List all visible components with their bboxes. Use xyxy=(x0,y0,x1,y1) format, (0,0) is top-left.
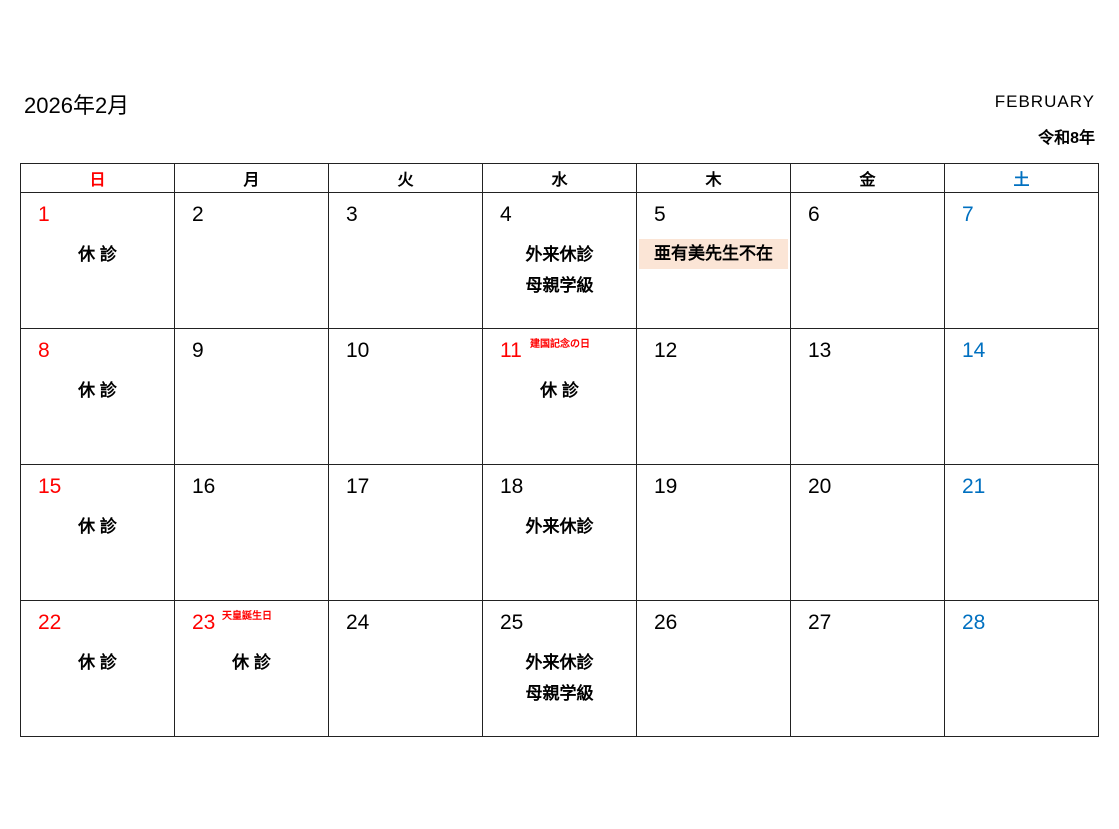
weekday-header: 日 xyxy=(20,163,175,193)
day-cell: 1 休 診 xyxy=(20,192,175,329)
day-cell: 9 xyxy=(174,328,329,465)
day-cell: 6 xyxy=(790,192,945,329)
day-cell: 27 xyxy=(790,600,945,737)
day-cell: 20 xyxy=(790,464,945,601)
schedule-note: 休 診 xyxy=(78,517,117,536)
schedule-note: 休 診 xyxy=(78,653,117,672)
day-cell: 7 xyxy=(944,192,1099,329)
day-number: 4 xyxy=(500,203,512,226)
day-number: 3 xyxy=(346,203,358,226)
day-cell: 21 xyxy=(944,464,1099,601)
day-cell: 26 xyxy=(636,600,791,737)
day-cell: 3 xyxy=(328,192,483,329)
holiday-label: 天皇誕生日 xyxy=(222,611,272,622)
month-english: FEBRUARY xyxy=(994,92,1095,111)
day-cell: 8 休 診 xyxy=(20,328,175,465)
day-cell: 4 外来休診母親学級 xyxy=(482,192,637,329)
day-number: 5 xyxy=(654,203,666,226)
day-number: 18 xyxy=(500,475,524,498)
schedule-note: 外来休診 xyxy=(525,245,594,264)
calendar-title: 2026年2月 xyxy=(24,93,130,118)
day-notes: 休 診 xyxy=(21,511,174,542)
weekday-header: 土 xyxy=(944,163,1099,193)
day-number: 23 xyxy=(192,611,216,634)
day-number: 7 xyxy=(962,203,974,226)
calendar-week: 1 休 診 2 3 4 外来休診母親学級 5 亜有美先生不在 6 7 xyxy=(20,192,1099,329)
weekday-header: 月 xyxy=(174,163,329,193)
schedule-note: 外来休診 xyxy=(525,653,594,672)
day-number: 8 xyxy=(38,339,50,362)
weekday-header: 水 xyxy=(482,163,637,193)
day-number: 17 xyxy=(346,475,370,498)
day-cell: 16 xyxy=(174,464,329,601)
schedule-note: 母親学級 xyxy=(525,684,594,703)
day-number: 6 xyxy=(808,203,820,226)
schedule-note: 母親学級 xyxy=(525,276,594,295)
schedule-note: 外来休診 xyxy=(525,517,594,536)
day-notes: 外来休診母親学級 xyxy=(483,647,636,709)
day-cell: 15 休 診 xyxy=(20,464,175,601)
day-cell: 22 休 診 xyxy=(20,600,175,737)
schedule-note: 休 診 xyxy=(540,381,579,400)
day-number: 21 xyxy=(962,475,986,498)
day-number: 14 xyxy=(962,339,986,362)
schedule-note: 休 診 xyxy=(232,653,271,672)
day-cell: 28 xyxy=(944,600,1099,737)
day-cell: 11 建国記念の日休 診 xyxy=(482,328,637,465)
day-number: 27 xyxy=(808,611,832,634)
schedule-note: 休 診 xyxy=(78,245,117,264)
day-cell: 19 xyxy=(636,464,791,601)
day-number: 1 xyxy=(38,203,50,226)
era-year: 令和8年 xyxy=(1038,130,1095,147)
day-number: 20 xyxy=(808,475,832,498)
day-cell: 10 xyxy=(328,328,483,465)
day-number: 16 xyxy=(192,475,216,498)
day-cell: 23 天皇誕生日休 診 xyxy=(174,600,329,737)
day-number: 19 xyxy=(654,475,678,498)
weekday-header: 木 xyxy=(636,163,791,193)
day-number: 2 xyxy=(192,203,204,226)
day-cell: 17 xyxy=(328,464,483,601)
calendar-week: 8 休 診 9 10 11 建国記念の日休 診 12 13 14 xyxy=(20,328,1099,465)
day-notes: 休 診 xyxy=(483,375,636,406)
weekday-header: 火 xyxy=(328,163,483,193)
day-notes: 休 診 xyxy=(175,647,328,678)
day-cell: 24 xyxy=(328,600,483,737)
day-notes: 外来休診母親学級 xyxy=(483,239,636,301)
weekday-header-row: 日月火水木金土 xyxy=(20,163,1099,193)
day-number: 13 xyxy=(808,339,832,362)
weekday-header: 金 xyxy=(790,163,945,193)
highlighted-note: 亜有美先生不在 xyxy=(639,239,788,269)
day-number: 10 xyxy=(346,339,370,362)
day-number: 15 xyxy=(38,475,62,498)
day-cell: 13 xyxy=(790,328,945,465)
day-notes: 休 診 xyxy=(21,239,174,270)
day-cell: 12 xyxy=(636,328,791,465)
day-cell: 2 xyxy=(174,192,329,329)
day-cell: 5 亜有美先生不在 xyxy=(636,192,791,329)
holiday-label: 建国記念の日 xyxy=(530,339,590,350)
day-notes: 亜有美先生不在 xyxy=(637,239,790,269)
day-number: 9 xyxy=(192,339,204,362)
schedule-note: 休 診 xyxy=(78,381,117,400)
day-number: 25 xyxy=(500,611,524,634)
day-number: 26 xyxy=(654,611,678,634)
day-number: 22 xyxy=(38,611,62,634)
day-cell: 14 xyxy=(944,328,1099,465)
day-number: 24 xyxy=(346,611,370,634)
day-notes: 休 診 xyxy=(21,375,174,406)
day-number: 11 xyxy=(500,339,522,362)
day-number: 12 xyxy=(654,339,678,362)
day-number: 28 xyxy=(962,611,986,634)
day-notes: 外来休診 xyxy=(483,511,636,542)
day-notes: 休 診 xyxy=(21,647,174,678)
